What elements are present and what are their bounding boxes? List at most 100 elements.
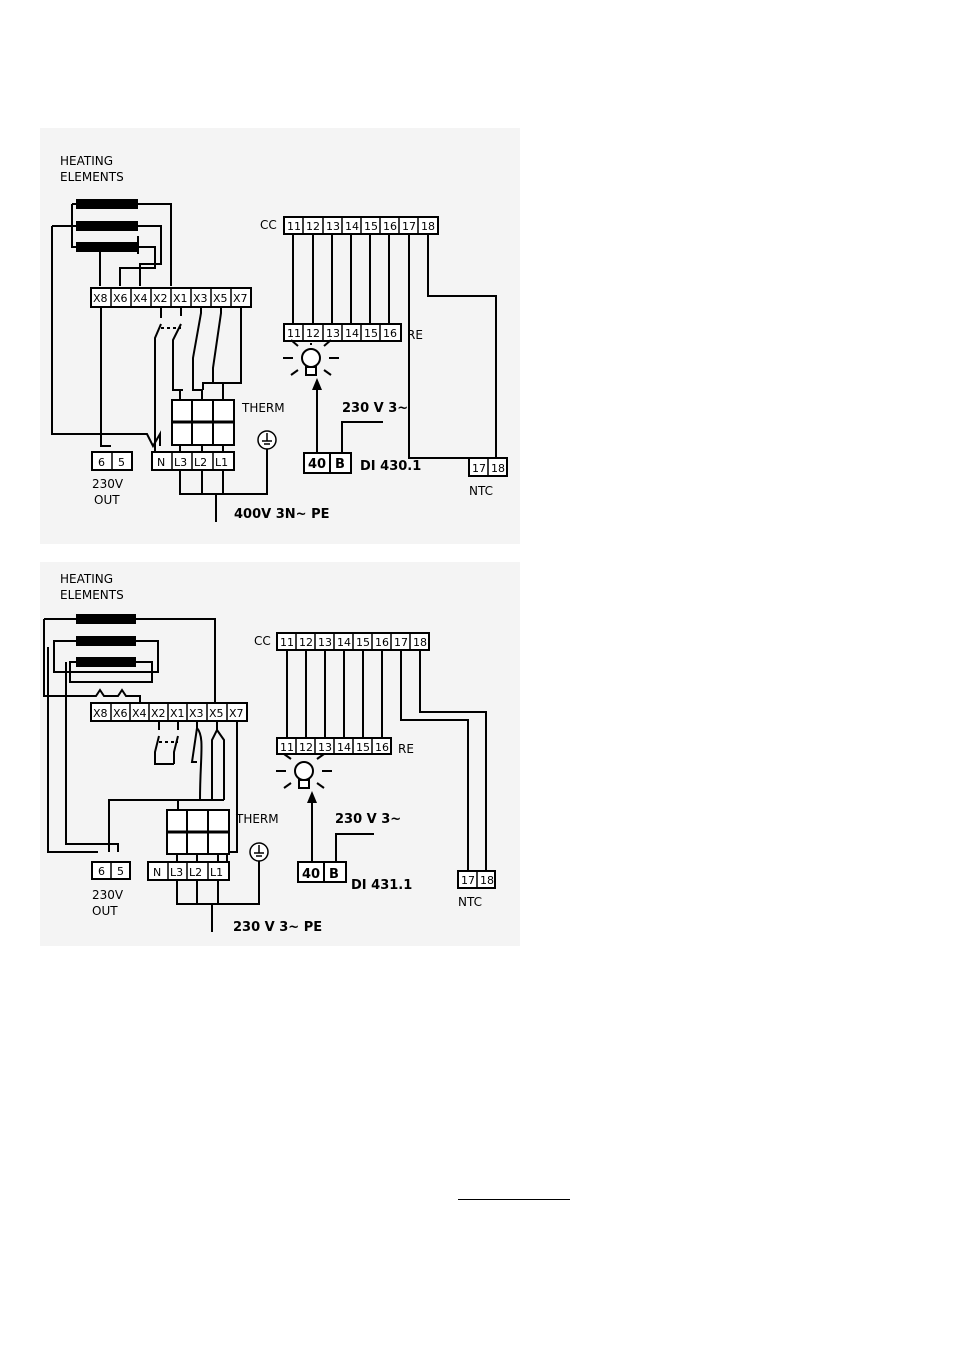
heating-element-wiring xyxy=(51,203,172,449)
ntc-terminal: 17 xyxy=(472,462,486,475)
cc-terminal: 13 xyxy=(326,220,340,233)
line-terminal: L3 xyxy=(170,866,183,879)
cc-label: CC xyxy=(260,218,277,232)
device-label: DI 431.1 xyxy=(351,878,412,893)
re-terminal: 13 xyxy=(326,327,340,340)
heating-element-2 xyxy=(76,221,138,231)
device-terminal: 40 xyxy=(302,867,320,882)
ntc-terminal: 18 xyxy=(491,462,505,475)
wiring-diagram-230v-drawing: HEATING ELEMENTS X8 X6 X4 X2 X1 X3 X5 X7 xyxy=(43,572,496,935)
cc-terminal: 15 xyxy=(364,220,378,233)
cc-terminal-block: 11 12 13 14 15 16 17 18 xyxy=(283,216,439,235)
re-terminal: 16 xyxy=(383,327,397,340)
re-terminal: 11 xyxy=(280,741,294,754)
re-terminal: 15 xyxy=(356,741,370,754)
mains-wiring xyxy=(176,854,260,932)
x-terminal: X6 xyxy=(113,292,128,305)
out-terminal: 5 xyxy=(118,456,125,469)
ground-icon xyxy=(257,430,277,450)
cc-terminal: 12 xyxy=(299,636,313,649)
cc-label: CC xyxy=(254,634,271,648)
device-wiring xyxy=(316,386,383,453)
thermostat-block xyxy=(171,390,235,446)
heating-elements xyxy=(76,199,138,252)
x-terminal: X3 xyxy=(193,292,208,305)
switch-contacts xyxy=(100,307,242,453)
heating-elements-label-line2: ELEMENTS xyxy=(60,170,124,184)
cc-terminal: 11 xyxy=(287,220,301,233)
line-terminal: L3 xyxy=(174,456,187,469)
heating-elements-label-line2: ELEMENTS xyxy=(60,588,124,602)
cc-terminal: 12 xyxy=(306,220,320,233)
cc-terminal: 14 xyxy=(337,636,351,649)
x-terminal: X4 xyxy=(132,707,147,720)
cc-re-wiring xyxy=(292,234,497,459)
re-terminal: 16 xyxy=(375,741,389,754)
line-terminal-block: N L3 L2 L1 xyxy=(151,451,235,471)
device-label: DI 430.1 xyxy=(360,459,421,474)
x-terminal: X8 xyxy=(93,292,108,305)
x-terminal-block: X8 X6 X4 X2 X1 X3 X5 X7 xyxy=(90,702,248,722)
re-terminal: 12 xyxy=(299,741,313,754)
device-terminal-block: 40 B xyxy=(303,452,352,474)
indicator-lamp-icon xyxy=(283,339,339,376)
cc-terminal: 17 xyxy=(394,636,408,649)
re-terminal: 14 xyxy=(337,741,351,754)
cc-terminal: 11 xyxy=(280,636,294,649)
x-terminal: X1 xyxy=(170,707,185,720)
ntc-label: NTC xyxy=(458,895,482,909)
ntc-terminal: 17 xyxy=(461,874,475,887)
thermostat-block xyxy=(166,809,230,855)
arrow-icon xyxy=(312,378,322,390)
heating-element-3 xyxy=(76,242,138,252)
cc-terminal: 18 xyxy=(421,220,435,233)
device-terminal: B xyxy=(335,457,345,472)
mains-wiring xyxy=(179,445,268,522)
heating-elements-label-line1: HEATING xyxy=(60,572,113,586)
heating-element-3 xyxy=(76,657,136,667)
x-terminal: X7 xyxy=(233,292,248,305)
heating-elements xyxy=(76,614,136,667)
heating-elements-label-line1: HEATING xyxy=(60,154,113,168)
x-terminal: X3 xyxy=(189,707,204,720)
device-terminal-block: 40 B xyxy=(297,861,347,883)
line-terminal: L1 xyxy=(215,456,228,469)
cc-re-wiring xyxy=(286,650,487,871)
wiring-diagram-400v: HEATING ELEMENTS X8 X6 X4 X2 X1 X3 X5 X7 xyxy=(40,128,520,544)
ntc-terminal-block: 17 18 xyxy=(457,870,496,889)
therm-label: THERM xyxy=(241,401,285,415)
heating-element-wiring xyxy=(43,618,216,853)
re-label: RE xyxy=(407,328,423,342)
re-terminal: 15 xyxy=(364,327,378,340)
ground-icon xyxy=(249,842,269,862)
device-wiring xyxy=(311,799,374,862)
out-terminal-block: 6 5 xyxy=(91,451,133,471)
ntc-terminal-block: 17 18 xyxy=(468,457,508,477)
ntc-terminal: 18 xyxy=(480,874,494,887)
x-terminal: X6 xyxy=(113,707,128,720)
out-terminal-block: 6 5 xyxy=(91,861,131,880)
indicator-lamp-icon xyxy=(276,753,332,789)
mains-label: 230 V 3~ PE xyxy=(233,920,322,935)
wiring-diagram-400v-drawing: HEATING ELEMENTS X8 X6 X4 X2 X1 X3 X5 X7 xyxy=(51,154,508,522)
device-terminal: 40 xyxy=(308,457,326,472)
re-terminal-block: 11 12 13 14 15 16 xyxy=(276,737,392,755)
out-label-line1: 230V xyxy=(92,477,124,491)
cc-terminal: 16 xyxy=(383,220,397,233)
arrow-icon xyxy=(307,791,317,803)
line-terminal: N xyxy=(153,866,161,879)
out-terminal: 6 xyxy=(98,456,105,469)
cc-terminal-block: 11 12 13 14 15 16 17 18 xyxy=(276,632,430,651)
out-label-line2: OUT xyxy=(92,904,118,918)
switch-contacts xyxy=(108,721,238,862)
heating-element-2 xyxy=(76,636,136,646)
x-terminal: X1 xyxy=(173,292,188,305)
therm-label: THERM xyxy=(235,812,279,826)
line-terminal: N xyxy=(157,456,165,469)
footer-rule xyxy=(458,1199,570,1200)
x-terminal: X5 xyxy=(209,707,224,720)
x-terminal: X8 xyxy=(93,707,108,720)
out-terminal: 6 xyxy=(98,865,105,878)
x-terminal: X2 xyxy=(151,707,166,720)
line-terminal-block: N L3 L2 L1 xyxy=(147,861,230,881)
